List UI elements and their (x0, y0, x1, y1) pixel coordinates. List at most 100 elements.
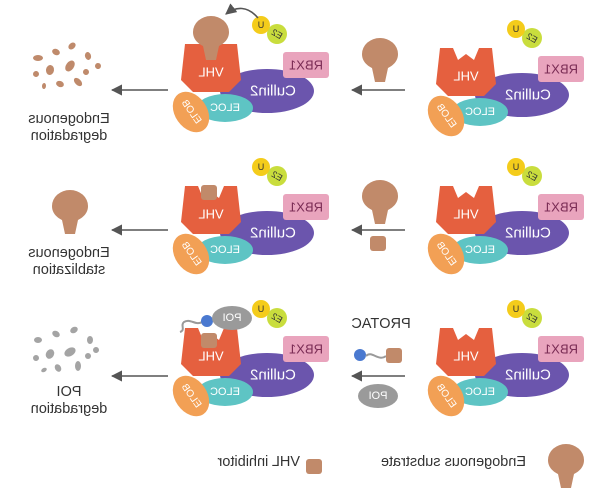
rbx1 (538, 56, 584, 82)
outcome-label-row1: Endogenous degradation (14, 111, 124, 145)
cullin2-label: Cullin2 (505, 225, 551, 242)
outcome-row3-line2: degradation (30, 401, 108, 417)
outcome-label-row2: Endogenous stablization (14, 245, 124, 279)
degradation-fragment (41, 367, 47, 373)
outcome-row2-line2: stablization (32, 262, 106, 278)
rbx1 (283, 194, 329, 220)
outcome-row1-line2: degradation (30, 128, 108, 144)
outcome-row3-line1: POI (56, 384, 82, 400)
legend-vhl-inhibitor-icon (306, 459, 322, 474)
outcome-label-row3: POI degradation (14, 384, 124, 418)
ubiquitin-label: U (513, 24, 520, 34)
rbx1-label: RBX1 (544, 62, 578, 77)
eloc (197, 94, 253, 122)
protac-linker-bound (179, 319, 203, 333)
poi-free (358, 384, 398, 408)
vhl: VHL (436, 48, 496, 96)
poi-free-label: POI (369, 390, 388, 402)
degradation-fragment (56, 80, 64, 88)
e2-label: E2 (270, 169, 285, 183)
vhl-label: VHL (453, 349, 478, 364)
eloc-label: ELOC (465, 106, 495, 118)
vhl: VHL (436, 328, 496, 376)
vhl-label: VHL (198, 207, 223, 222)
protac-vhl-ligand-bound (201, 333, 217, 348)
vhl: VHL (181, 44, 241, 92)
ubiquitin-label: U (513, 304, 520, 314)
protac-label: PROTAC (351, 316, 411, 332)
endogenous-substrate-stabilized (52, 190, 88, 234)
e2 (522, 28, 542, 48)
poi-bound-label: POI (223, 312, 242, 324)
degradation-fragment (52, 330, 60, 338)
vhl-inhibitor-bound (201, 185, 217, 200)
eloc-label: ELOC (465, 244, 495, 256)
eloc-label: ELOC (210, 244, 240, 256)
degradation-fragment (54, 364, 62, 372)
degradation-fragment (73, 77, 83, 87)
degradation-fragment (75, 361, 81, 371)
protac-warhead-free (354, 349, 366, 361)
ubiquitin-label: U (513, 162, 520, 172)
degradation-fragment (70, 326, 78, 334)
degradation-fragment (33, 70, 39, 77)
degradation-fragment (52, 48, 60, 56)
e2-label: E2 (525, 311, 540, 325)
rbx1-label: RBX1 (544, 342, 578, 357)
ubiquitin (507, 300, 525, 318)
rbx1-label: RBX1 (544, 200, 578, 215)
degradation-fragment (33, 55, 43, 61)
vhl: VHL (436, 186, 496, 234)
elob (427, 233, 465, 275)
ubiquitin (507, 20, 525, 38)
degradation-fragment (34, 337, 42, 343)
e2-label: E2 (270, 27, 285, 41)
elob (172, 233, 210, 275)
rbx1-label: RBX1 (289, 58, 323, 73)
cullin2-label: Cullin2 (250, 367, 296, 384)
cullin2-label: Cullin2 (250, 225, 296, 242)
ubiquitin (252, 300, 270, 318)
degradation-fragment (87, 336, 93, 344)
degradation-fragment (45, 65, 55, 75)
eloc-label: ELOC (210, 386, 240, 398)
eloc-label: ELOC (210, 102, 240, 114)
vhl-label: VHL (453, 69, 478, 84)
cullin2-label: Cullin2 (250, 83, 296, 100)
degradation-fragment (85, 353, 91, 359)
degradation-fragment (64, 347, 76, 357)
elob (427, 375, 465, 417)
rbx1 (283, 336, 329, 362)
eloc (197, 236, 253, 264)
endogenous-substrate-free (362, 38, 398, 82)
vhl-inhibitor-free (370, 236, 386, 251)
cullin2-label: Cullin2 (505, 87, 551, 104)
endogenous-substrate-row2 (362, 180, 398, 224)
elob (172, 375, 210, 417)
degradation-fragment (68, 42, 76, 50)
eloc (197, 378, 253, 406)
degradation-fragment (83, 69, 89, 75)
e2-label: E2 (525, 169, 540, 183)
legend-endogenous-substrate-icon (548, 444, 584, 488)
rbx1 (538, 336, 584, 362)
eloc (452, 236, 508, 264)
eloc (452, 378, 508, 406)
degradation-fragment (45, 349, 55, 359)
vhl-label: VHL (198, 349, 223, 364)
elob (427, 95, 465, 137)
degradation-fragment (93, 347, 99, 353)
eloc (452, 98, 508, 126)
elob (172, 91, 210, 133)
degradation-fragment (33, 355, 39, 361)
degradation-fragment (65, 60, 75, 72)
degradation-fragment (41, 83, 47, 89)
e2 (522, 308, 542, 328)
ubiquitin (252, 158, 270, 176)
rbx1-label: RBX1 (289, 342, 323, 357)
vhl-label: VHL (198, 65, 223, 80)
